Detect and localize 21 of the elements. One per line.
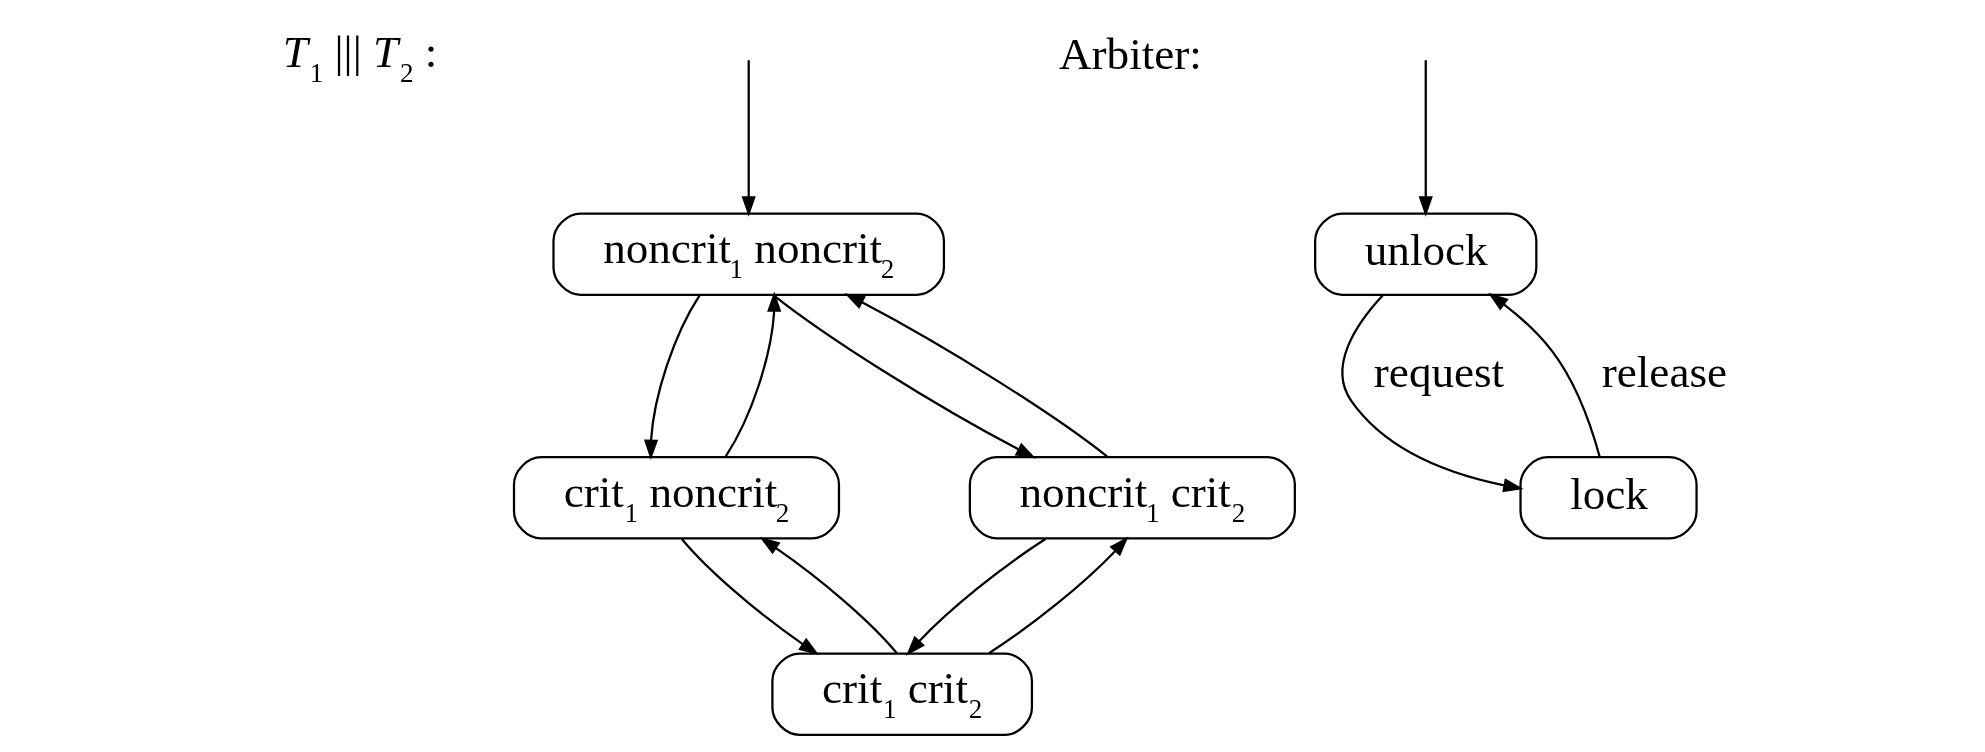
arrow xyxy=(680,538,819,656)
arrow xyxy=(1340,294,1523,493)
arrow xyxy=(1418,60,1433,217)
arrow xyxy=(724,291,781,458)
arrow xyxy=(741,60,756,217)
arrow xyxy=(905,538,1046,656)
node-box: crit$_{1}$ crit$_{2}$ xyxy=(770,652,1033,736)
arrow xyxy=(1487,292,1601,458)
arrow xyxy=(844,293,1108,458)
label: T$_{1}$ ||| T$_{2}$ : xyxy=(282,26,437,88)
node-box: unlock xyxy=(1313,212,1537,296)
arrow xyxy=(987,536,1128,655)
edge-label: request xyxy=(1373,347,1504,398)
node-box: noncrit$_{1}$ crit$_{2}$ xyxy=(968,456,1296,540)
arrow xyxy=(643,294,701,460)
node-box: crit$_{1}$ noncrit$_{2}$ xyxy=(512,456,840,540)
arrow xyxy=(759,537,898,654)
node-box: lock xyxy=(1518,456,1698,540)
edge-label: release xyxy=(1601,347,1727,398)
label: Arbiter: xyxy=(1058,29,1202,80)
node-box: noncrit$_{1}$ noncrit$_{2}$ xyxy=(551,212,945,296)
